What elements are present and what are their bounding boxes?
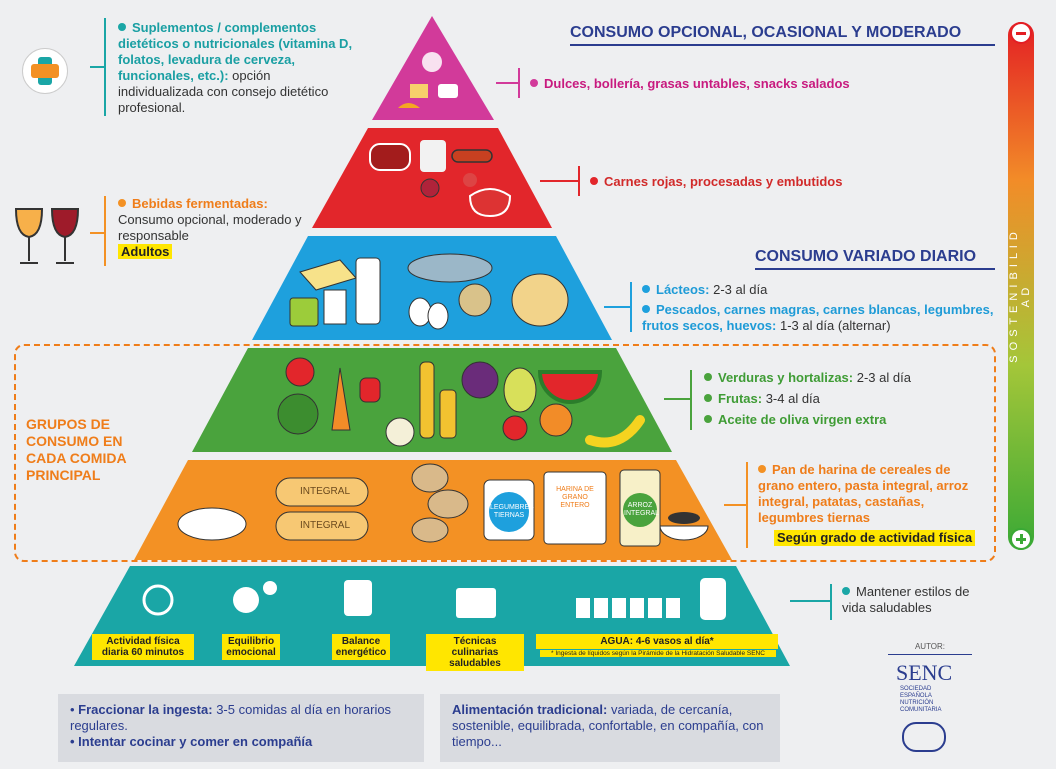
- label-emotional: Equilibrio emocional: [222, 634, 280, 660]
- supplements-body: opción individualizada con consejo dieté…: [118, 68, 329, 115]
- base-illustration: [142, 578, 726, 620]
- senc-org: SOCIEDAD ESPAÑOLA NUTRICIÓN COMUNITARIA: [900, 686, 942, 713]
- cook-company-text: Intentar cocinar y comer en compañía: [78, 734, 313, 749]
- integral-bread-label-1: INTEGRAL: [300, 486, 351, 497]
- optional-title-line: [570, 44, 995, 46]
- fruit-amount: 3-4 al día: [765, 391, 820, 406]
- sweets-illustration: [398, 52, 458, 108]
- daily-consumption-title: CONSUMO VARIADO DIARIO: [755, 248, 977, 265]
- grains-text: Pan de harina de cereales de grano enter…: [758, 462, 969, 525]
- senc-emblem-icon: [902, 722, 946, 752]
- author-label: AUTOR:: [914, 642, 946, 651]
- integral-bread-label-2: INTEGRAL: [300, 520, 351, 531]
- sustainability-bar: [1008, 22, 1034, 550]
- lifestyle-text: Mantener estilos de vida saludables: [842, 584, 970, 615]
- grains-illustration: [177, 463, 709, 547]
- dairy-head: Lácteos:: [656, 282, 710, 297]
- minus-icon: [1010, 22, 1032, 44]
- traditional-head: Alimentación tradicional:: [452, 702, 608, 717]
- fruit-head: Frutas:: [718, 391, 763, 406]
- meats-note: Carnes rojas, procesadas y embutidos: [590, 174, 842, 190]
- senc-logo: SENC: [896, 660, 953, 685]
- traditional-food-box: Alimentación tradicional: variada, de ce…: [440, 694, 780, 762]
- label-energy: Balance energético: [332, 634, 390, 660]
- dairy-note: Lácteos: 2-3 al día: [642, 282, 767, 298]
- supplements-note: Suplementos / complementos dietéticos o …: [118, 20, 358, 116]
- fruits-note: Frutas: 3-4 al día: [704, 391, 820, 407]
- fraction-body: 3-5 comidas al día en horarios regulares…: [70, 702, 392, 733]
- vegetables-fruits-illustration: [277, 357, 645, 448]
- protein-illustration: [289, 253, 569, 330]
- fraction-intake-box: • Fraccionar la ingesta: 3-5 comidas al …: [58, 694, 424, 762]
- meal-groups-frame: [14, 344, 996, 562]
- protein-amount: 1-3 al día (alternar): [780, 318, 891, 333]
- harina-label: HARINA DE GRANO ENTERO: [556, 486, 594, 509]
- fermented-body: Consumo opcional, moderado y responsable: [118, 212, 302, 243]
- grains-note: Pan de harina de cereales de grano enter…: [758, 462, 972, 526]
- optional-consumption-title: CONSUMO OPCIONAL, OCASIONAL Y MODERADO: [570, 24, 962, 41]
- meats-text: Carnes rojas, procesadas y embutidos: [604, 174, 843, 189]
- lifestyle-note: Mantener estilos de vida saludables: [842, 584, 982, 616]
- daily-title-line: [755, 268, 995, 270]
- traditional-body: variada, de cercanía, sostenible, equili…: [452, 702, 764, 749]
- protein-note: Pescados, carnes magras, carnes blancas,…: [642, 302, 997, 334]
- label-activity: Actividad física diaria 60 minutos: [92, 634, 194, 660]
- sweets-text: Dulces, bollería, grasas untables, snack…: [544, 76, 850, 91]
- meats-illustration: [369, 140, 512, 218]
- supplements-head: Suplementos / complementos dietéticos o …: [118, 20, 353, 83]
- label-cooking: Técnicas culinarias saludables: [426, 634, 524, 671]
- label-water: AGUA: 4-6 vasos al día*: [536, 634, 778, 649]
- fraction-head: Fraccionar la ingesta:: [78, 702, 213, 717]
- olive-oil-note: Aceite de oliva virgen extra: [704, 412, 886, 428]
- plus-icon: [1010, 528, 1032, 550]
- fermented-head: Bebidas fermentadas:: [132, 196, 268, 211]
- fermented-note: Bebidas fermentadas: Consumo opcional, m…: [118, 196, 308, 260]
- veg-amount: 2-3 al día: [856, 370, 911, 385]
- sweets-note: Dulces, bollería, grasas untables, snack…: [530, 76, 850, 92]
- water-note: * Ingesta de líquidos según la Pirámide …: [540, 650, 776, 657]
- grains-badge: Según grado de actividad física: [774, 530, 976, 546]
- legumbres-label: LEGUMBRES TIERNAS: [490, 504, 534, 519]
- meal-groups-title: GRUPOS DE CONSUMO EN CADA COMIDA PRINCIP…: [26, 416, 127, 483]
- arroz-label: ARROZ INTEGRAL: [624, 502, 660, 517]
- veg-head: Verduras y hortalizas:: [718, 370, 854, 385]
- wine-glasses-icon: [10, 205, 86, 267]
- supplement-icon: [22, 48, 68, 94]
- oil-text: Aceite de oliva virgen extra: [718, 412, 887, 427]
- adults-badge: Adultos: [118, 244, 173, 259]
- dairy-amount: 2-3 al día: [713, 282, 768, 297]
- protein-head: Pescados, carnes magras, carnes blancas,…: [642, 302, 994, 333]
- vegetables-note: Verduras y hortalizas: 2-3 al día: [704, 370, 911, 386]
